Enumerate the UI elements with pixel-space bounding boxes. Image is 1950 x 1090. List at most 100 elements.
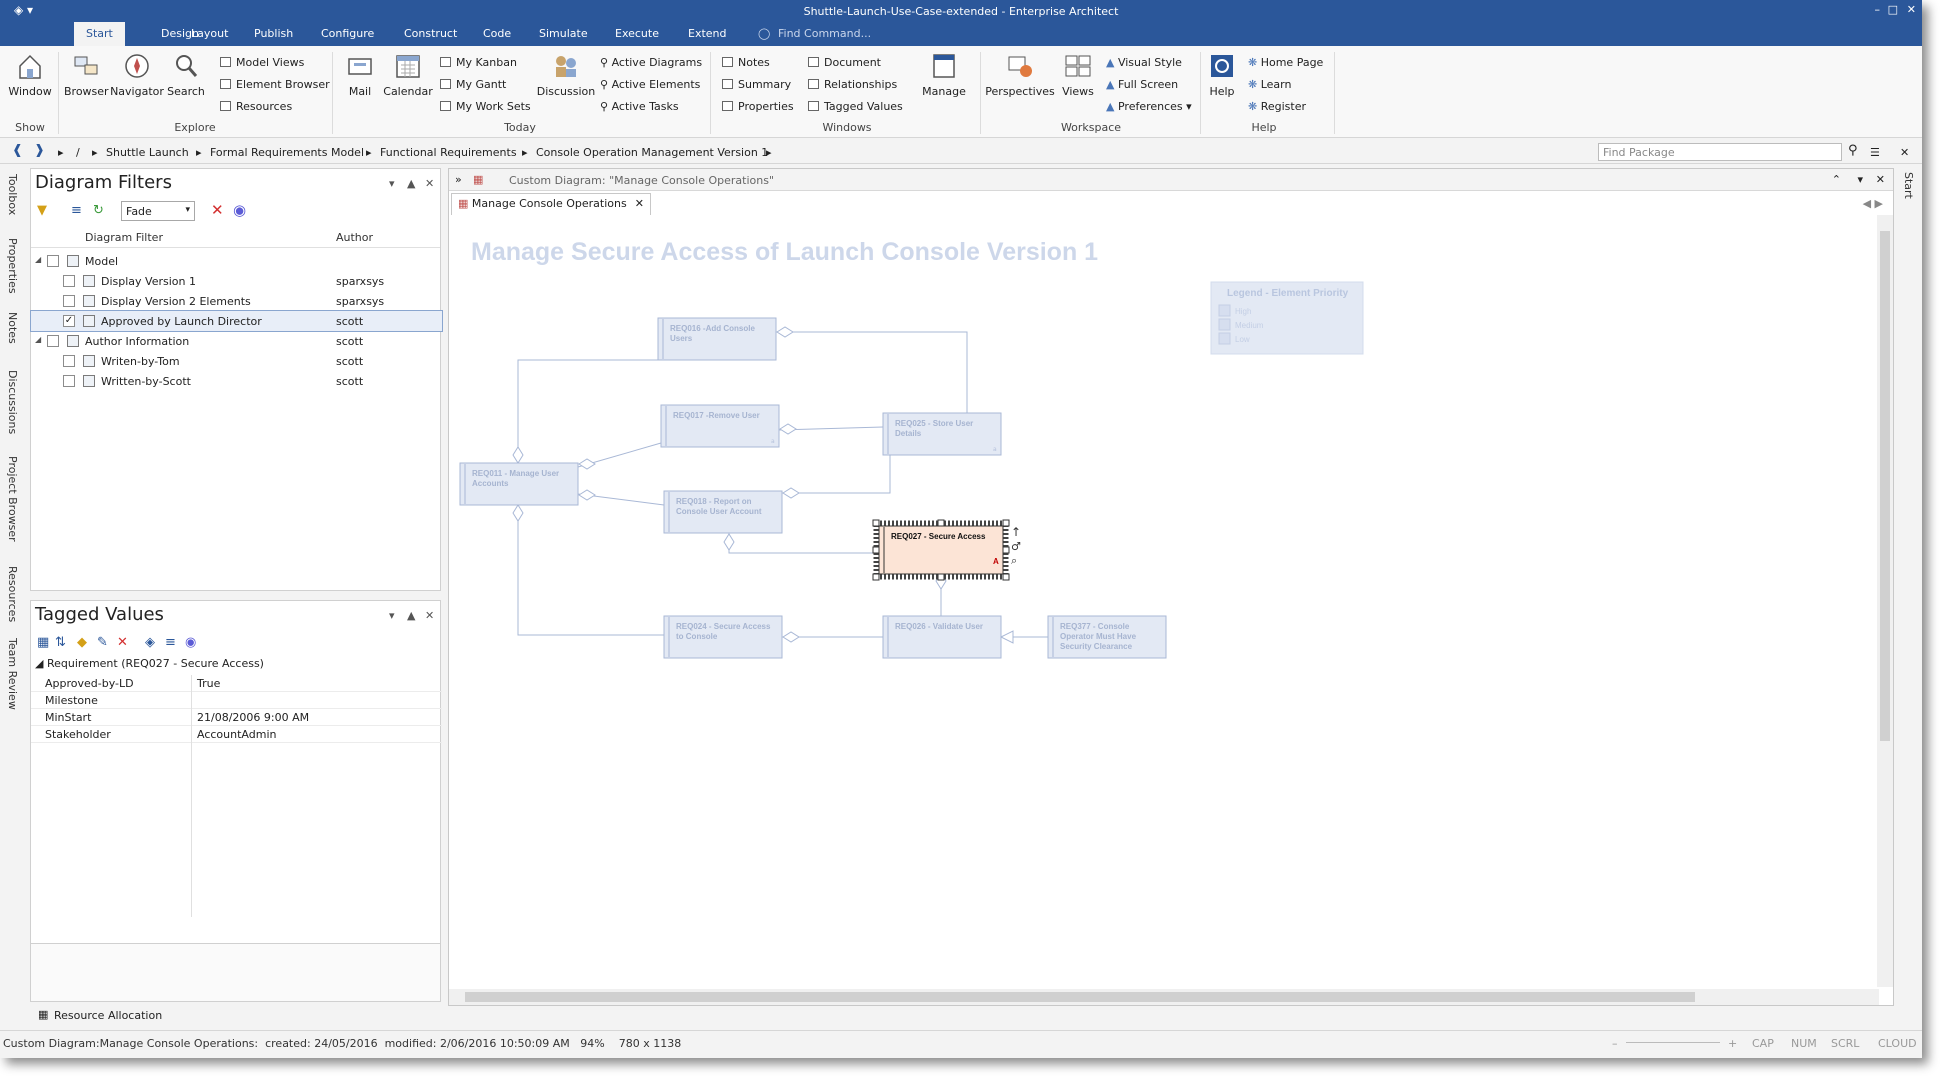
my-kanban-button[interactable]: My Kanban xyxy=(440,56,517,69)
resize-handle[interactable] xyxy=(1002,546,1010,554)
minimize-icon[interactable]: – xyxy=(1874,3,1881,16)
filter-icon[interactable]: ▼ xyxy=(37,203,47,218)
filter-checkbox[interactable] xyxy=(63,375,75,387)
requirement-element[interactable] xyxy=(663,490,783,534)
tab-execute[interactable]: Execute xyxy=(615,27,659,40)
category-icon[interactable]: ▦ xyxy=(37,635,50,650)
resize-handle[interactable] xyxy=(937,519,945,527)
app-menu-icon[interactable]: ◈ ▾ xyxy=(14,3,34,17)
my-gantt-button[interactable]: My Gantt xyxy=(440,78,506,91)
tagged-values-button[interactable]: Tagged Values xyxy=(808,100,903,113)
filter-checkbox[interactable] xyxy=(47,335,59,347)
requirement-element[interactable] xyxy=(882,412,1002,456)
close-icon[interactable]: ✕ xyxy=(1906,3,1916,16)
filter-checkbox[interactable]: ✓ xyxy=(63,315,75,327)
sort-icon[interactable]: ⇅ xyxy=(55,635,66,650)
search-button[interactable]: Search xyxy=(164,51,208,98)
horizontal-scrollbar[interactable] xyxy=(449,989,1879,1005)
close-icon[interactable]: ✕ xyxy=(634,197,644,210)
tab-extend[interactable]: Extend xyxy=(688,27,727,40)
diagram-canvas[interactable]: Manage Secure Access of Launch Console V… xyxy=(449,215,1879,987)
clear-filter-icon[interactable]: ✕ xyxy=(211,201,224,219)
navigator-button[interactable]: Navigator xyxy=(110,51,164,98)
expand-icon[interactable]: » xyxy=(455,173,462,186)
breadcrumb-root[interactable]: / xyxy=(76,146,80,159)
close-icon[interactable]: ✕ xyxy=(1900,146,1910,159)
chevron-down-icon[interactable]: ▾ xyxy=(389,177,395,190)
resources-button[interactable]: Resources xyxy=(220,100,292,113)
tab-start-dock[interactable]: Start xyxy=(1902,172,1915,199)
tab-publish[interactable]: Publish xyxy=(254,27,294,40)
help-button[interactable]: Help xyxy=(1204,51,1240,98)
window-button[interactable]: Window xyxy=(8,51,52,98)
back-icon[interactable]: ❰ xyxy=(12,143,23,158)
requirement-element[interactable] xyxy=(459,462,579,506)
learn-button[interactable]: ❋ Learn xyxy=(1248,78,1291,91)
connector[interactable] xyxy=(728,533,879,554)
search-icon[interactable]: ⚲ xyxy=(1848,143,1858,158)
filter-checkbox[interactable] xyxy=(63,275,75,287)
requirement-element[interactable] xyxy=(660,404,780,448)
quick-link-icon[interactable]: ♂ xyxy=(1011,540,1021,553)
tab-project-browser[interactable]: Project Browser xyxy=(6,456,19,542)
summary-button[interactable]: Summary xyxy=(722,78,791,91)
link-arrow-icon[interactable]: ↑ xyxy=(1011,525,1021,539)
chevron-up-icon[interactable]: ⌃ xyxy=(1831,173,1841,186)
zoom-icon[interactable]: ⌕ xyxy=(1011,554,1017,567)
manage-button[interactable]: Manage xyxy=(916,51,972,98)
properties-button[interactable]: Properties xyxy=(722,100,794,113)
tab-layout[interactable]: Layout xyxy=(191,27,229,40)
chevron-down-icon[interactable]: ▾ xyxy=(389,609,395,622)
breadcrumb-item[interactable]: Shuttle Launch xyxy=(106,146,189,159)
help-icon[interactable]: ◉ xyxy=(185,635,197,650)
resource-allocation-tab[interactable]: ▦ Resource Allocation xyxy=(30,1004,441,1026)
tab-start[interactable]: Start xyxy=(74,22,125,46)
chevron-down-icon[interactable]: ▾ xyxy=(1857,173,1863,186)
resize-handle[interactable] xyxy=(1002,573,1010,581)
find-command-input[interactable]: Find Command... xyxy=(778,27,872,40)
list-icon[interactable]: ☰ xyxy=(1870,146,1880,159)
connector[interactable] xyxy=(517,505,664,636)
requirement-element[interactable] xyxy=(663,615,783,659)
zoom-in-icon[interactable]: + xyxy=(1728,1037,1738,1050)
zoom-slider[interactable] xyxy=(1626,1042,1720,1043)
options-icon[interactable]: ≡ xyxy=(165,635,176,650)
expand-icon[interactable]: ◢ xyxy=(35,255,42,264)
resize-handle[interactable] xyxy=(872,573,880,581)
vertical-scrollbar[interactable] xyxy=(1877,215,1893,987)
connector[interactable] xyxy=(782,455,891,494)
filter-mode-select[interactable]: Fade▾ xyxy=(121,201,195,221)
tab-notes[interactable]: Notes xyxy=(6,312,19,344)
delete-icon[interactable]: ✕ xyxy=(117,635,128,650)
calendar-button[interactable]: Calendar xyxy=(382,51,434,98)
resize-handle[interactable] xyxy=(872,546,880,554)
filter-checkbox[interactable] xyxy=(63,295,75,307)
views-button[interactable]: Views xyxy=(1056,51,1100,98)
active-tasks-button[interactable]: ⚲ Active Tasks xyxy=(600,100,679,113)
tagged-values-group[interactable]: ◢ Requirement (REQ027 - Secure Access) xyxy=(35,657,264,670)
preferences-button[interactable]: ▲ Preferences ▾ xyxy=(1106,100,1192,113)
forward-icon[interactable]: ❱ xyxy=(34,143,45,158)
resize-handle[interactable] xyxy=(1002,519,1010,527)
tag-icon[interactable]: ◈ xyxy=(145,635,155,650)
tab-code[interactable]: Code xyxy=(483,27,512,40)
zoom-out-icon[interactable]: – xyxy=(1612,1037,1618,1050)
close-icon[interactable]: ✕ xyxy=(425,609,435,622)
tab-discussions[interactable]: Discussions xyxy=(6,370,19,435)
add-tag-icon[interactable]: ◆ xyxy=(77,635,87,650)
pin-icon[interactable]: ▲ xyxy=(407,177,416,190)
scroll-thumb[interactable] xyxy=(1880,231,1890,741)
tab-design[interactable]: Design xyxy=(161,27,199,40)
perspectives-button[interactable]: Perspectives xyxy=(984,51,1056,98)
tab-team-review[interactable]: Team Review xyxy=(6,638,19,710)
discussion-button[interactable]: Discussion xyxy=(536,51,596,98)
browser-button[interactable]: Browser xyxy=(64,51,109,98)
filter-checkbox[interactable] xyxy=(63,355,75,367)
